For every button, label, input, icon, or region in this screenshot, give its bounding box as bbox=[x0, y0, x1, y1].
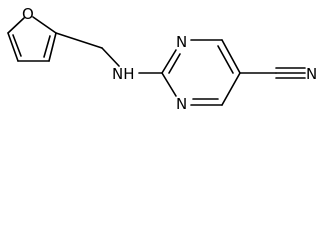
bond-c5-o bbox=[7, 17, 25, 34]
bond-ch2-nh bbox=[101, 47, 120, 67]
atom-label-furan-oxygen: O bbox=[22, 5, 34, 23]
bond-o-c2 bbox=[32, 16, 57, 34]
furan-ring bbox=[7, 16, 57, 62]
atom-label-amine-nitrogen: NH bbox=[112, 65, 135, 83]
double-bond-c2-n1-inner bbox=[168, 53, 181, 74]
bond-c2-ch2 bbox=[55, 32, 103, 49]
bond-c6-c5 bbox=[221, 39, 241, 74]
bond-c5-c4 bbox=[221, 72, 241, 106]
atom-label-ring-nitrogen-top: N bbox=[176, 33, 187, 51]
atom-label-ring-nitrogen-bottom: N bbox=[176, 95, 187, 113]
pyrimidine-ring bbox=[161, 39, 241, 106]
molecule-svg: O NH N N N bbox=[7, 5, 317, 113]
bond-c4-c5 bbox=[7, 32, 19, 62]
double-bond-c6-c5-inner bbox=[217, 45, 234, 74]
bond-c2-n1 bbox=[161, 49, 177, 74]
double-bond-c2-c3-inner bbox=[43, 35, 51, 58]
bond-c2-c3 bbox=[48, 32, 57, 62]
double-bond-c4-c5-inner bbox=[12, 34, 22, 57]
bond-n3-c2 bbox=[161, 72, 177, 97]
chemical-structure-diagram: O NH N N N bbox=[0, 0, 333, 117]
atom-label-nitrile-nitrogen: N bbox=[306, 65, 317, 83]
